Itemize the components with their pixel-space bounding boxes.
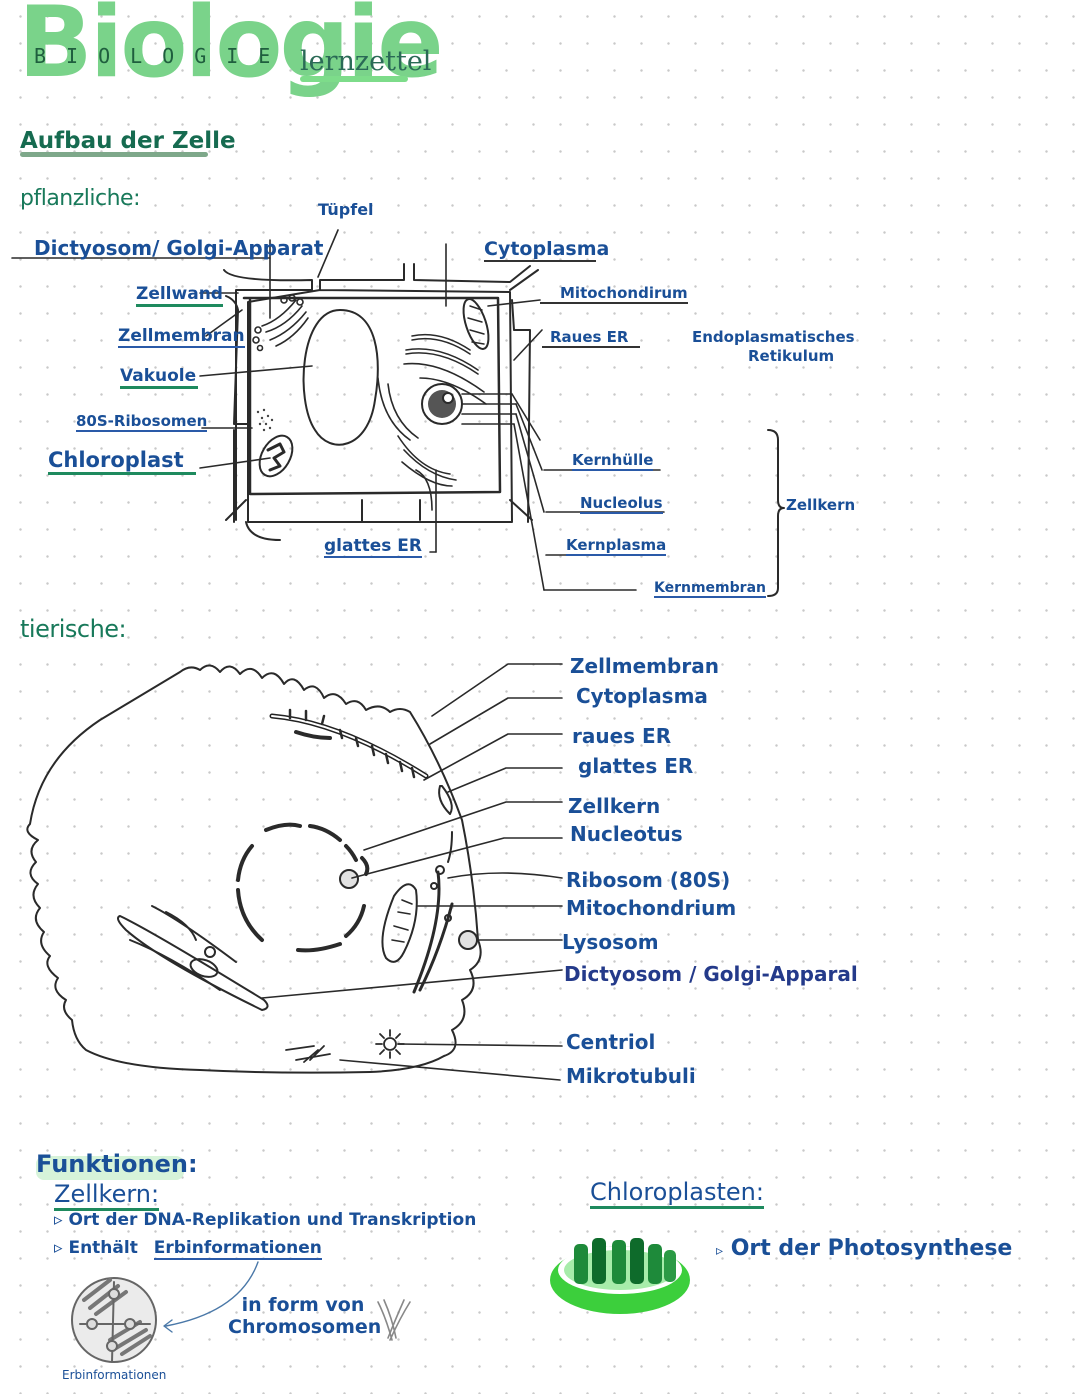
chromosomen-note: in form von Chromosomen [228, 1294, 382, 1338]
label-mitochondrium: Mitochondirum [540, 284, 688, 304]
animal-label: raues ER [572, 724, 672, 748]
zellkern-bullet-2: ▹ Enthält Erbinformationen [54, 1238, 322, 1260]
animal-label: Ribosom (80S) [566, 868, 731, 892]
bullet-text: Ort der Photosynthese [730, 1236, 1013, 1261]
arrow-to-dna [163, 1261, 259, 1333]
functions-heading: Funktionen: [36, 1150, 198, 1178]
label-vakuole: Vakuole [120, 366, 198, 389]
plant-nucleus [421, 383, 463, 425]
animal-label: Lysosom [562, 930, 659, 954]
dna-caption: Erbinformationen [62, 1368, 167, 1382]
animal-label: Nucleotus [570, 822, 683, 846]
animal-leader-lines [261, 663, 563, 1081]
label-kernmembran: Kernmembran [654, 580, 766, 598]
bullet-marker: ▹ [54, 1238, 63, 1258]
bullet-text: Ort der DNA-Replikation und Transkriptio… [68, 1210, 477, 1230]
plant-cell-heading: pflanzliche: [20, 186, 141, 211]
functions-highlight [36, 1156, 184, 1180]
animal-microtubules [285, 1045, 331, 1063]
plant-chloroplast [258, 434, 294, 478]
erbinformationen-link: Erbinformationen [153, 1238, 322, 1260]
bullet-marker: ▹ [54, 1210, 63, 1230]
label-er-full-2: Retikulum [748, 347, 835, 365]
label-ribosomen: 80S-Ribosomen [76, 412, 208, 432]
animal-lysosome [458, 930, 478, 950]
label-tuepfel: Tüpfel [318, 200, 374, 219]
label-er-full-1: Endoplasmatisches [692, 328, 855, 346]
page-title-letters: BIOLOGIE [34, 44, 291, 68]
animal-ribosome-er [412, 865, 454, 994]
animal-label: Zellkern [568, 794, 661, 818]
label-dictyosom: Dictyosom/ Golgi-Apparat [34, 236, 324, 260]
chloroplasten-bullet: ▹ Ort der Photosynthese [716, 1236, 1012, 1261]
animal-cell-heading: tierische: [20, 615, 127, 643]
subtitle-highlight [300, 76, 408, 82]
label-kernhuelle: Kernhülle [572, 451, 654, 471]
label-zellkern-group: Zellkern [786, 496, 856, 514]
plant-cell-wall [223, 263, 539, 541]
chromosome-icon [377, 1299, 411, 1341]
plant-smooth-er [377, 377, 457, 511]
label-nucleolus: Nucleolus [580, 494, 663, 514]
section-heading: Aufbau der Zelle [20, 128, 236, 154]
zellkern-bullet-1: ▹ Ort der DNA-Replikation und Transkript… [54, 1210, 476, 1230]
dna-illustration [71, 1277, 157, 1363]
animal-rough-er [269, 708, 429, 779]
animal-label: Dictyosom / Golgi-Apparal [564, 962, 858, 986]
plant-mitochondrion [462, 298, 490, 350]
plant-ribosomes [256, 408, 274, 432]
page-subtitle: lernzettel [300, 46, 432, 77]
animal-label: glattes ER [578, 754, 694, 778]
label-cytoplasma: Cytoplasma [484, 238, 610, 262]
animal-label: Cytoplasma [576, 684, 708, 708]
animal-cell-membrane [26, 664, 482, 1074]
animal-nucleus [236, 822, 370, 953]
animal-label: Zellmembran [570, 654, 719, 678]
label-glattes-er: glattes ER [324, 536, 422, 558]
plant-golgi [252, 294, 309, 352]
zellkern-brace [767, 429, 785, 597]
section-underline [20, 152, 208, 157]
bullet-text: Enthält [68, 1238, 138, 1258]
chloroplast-illustration [550, 1238, 690, 1314]
plant-rough-er [403, 333, 487, 405]
label-chloroplast: Chloroplast [48, 448, 196, 475]
plant-vacuole [302, 309, 379, 446]
label-raues-er: Raues ER [542, 328, 640, 348]
animal-label: Mikrotubuli [566, 1064, 696, 1088]
bullet-marker: ▹ [716, 1243, 724, 1259]
zellkern-heading: Zellkern: [54, 1180, 160, 1211]
animal-label: Mitochondrium [566, 896, 737, 920]
animal-golgi [117, 905, 269, 1011]
label-zellwand: Zellwand [136, 284, 223, 307]
label-zellmembran: Zellmembran [118, 326, 245, 348]
animal-label: Centriol [566, 1030, 656, 1054]
chloroplasten-heading: Chloroplasten: [590, 1178, 764, 1209]
label-kernplasma: Kernplasma [566, 536, 667, 556]
animal-smooth-er [438, 785, 453, 863]
animal-mitochondrion [381, 883, 418, 963]
